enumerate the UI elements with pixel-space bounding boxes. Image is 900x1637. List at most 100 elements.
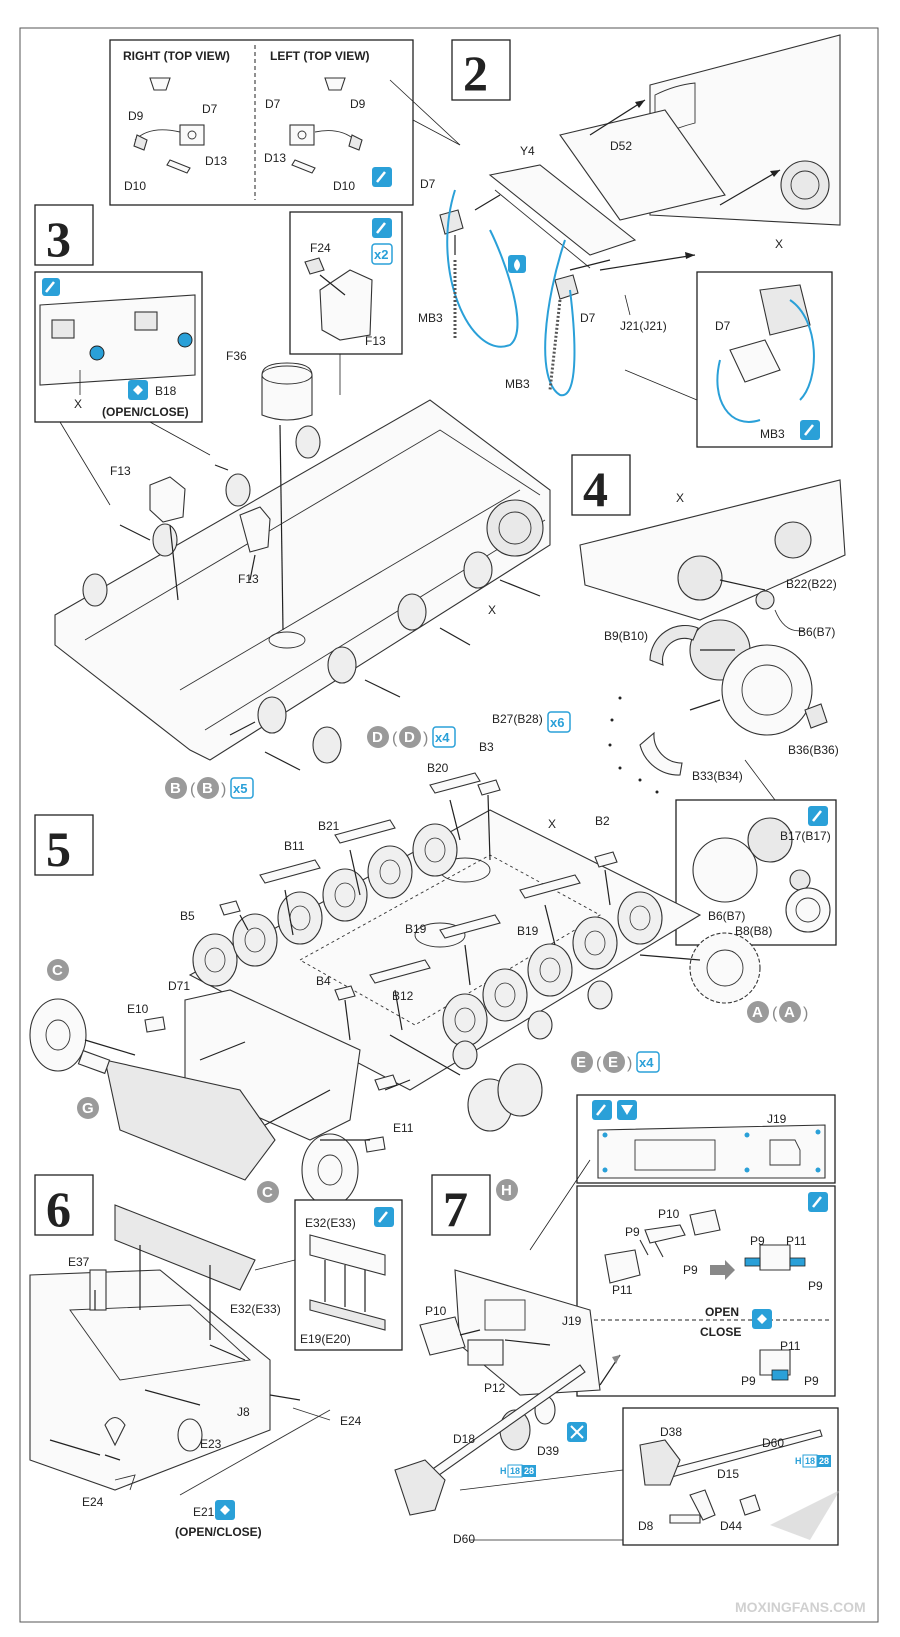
inset-label-j19: J19 (767, 1112, 787, 1126)
svg-text:(: ( (596, 1055, 602, 1072)
label-d7-a: D7 (420, 177, 436, 191)
label-e24-b: E24 (82, 1495, 104, 1509)
watermark-text: MOXINGFANS.COM (735, 1599, 866, 1615)
inset-label-b17: B17(B17) (780, 829, 831, 843)
step-3: 3 X B18 (OPEN/CLOSE) x2 (34, 204, 551, 799)
close-label: CLOSE (700, 1325, 741, 1339)
inset-label-p11-b: P11 (786, 1234, 807, 1248)
idler-wheel-right (301, 1133, 359, 1207)
svg-text:): ) (221, 781, 226, 798)
svg-text:H: H (500, 1466, 507, 1476)
inset-label-d8: D8 (638, 1519, 654, 1533)
svg-text:C: C (52, 962, 63, 979)
label-b2: B2 (595, 814, 610, 828)
label-d52: D52 (610, 139, 632, 153)
label-j19: J19 (562, 1314, 582, 1328)
label-d60: D60 (453, 1532, 475, 1546)
right-top-view-title: RIGHT (TOP VIEW) (123, 49, 230, 63)
circle-d-paren: D (404, 729, 415, 746)
svg-text:18: 18 (805, 1456, 815, 1466)
label-b22: B22(B22) (786, 577, 837, 591)
label-b21: B21 (318, 819, 340, 833)
step3-f13-inset: x2 F24 F13 (289, 211, 403, 355)
svg-text:): ) (423, 730, 428, 747)
inset-label-p10: P10 (658, 1207, 680, 1221)
label-e32: E32(E33) (230, 1302, 281, 1316)
label-d71: D71 (168, 979, 190, 993)
count-x6: x6 (550, 715, 564, 730)
inset-label-d7-chain: D7 (715, 319, 731, 333)
label-d7-b: D7 (580, 311, 596, 325)
svg-text:A: A (752, 1004, 763, 1021)
label-b27: B27(B28) (492, 712, 543, 726)
inset-label-d38: D38 (660, 1425, 682, 1439)
label-x-step4: X (676, 491, 684, 505)
svg-text:18: 18 (510, 1466, 520, 1476)
svg-text:H: H (795, 1456, 802, 1466)
inset-label-d13-left: D13 (264, 151, 286, 165)
label-e10: E10 (127, 1002, 149, 1016)
label-d18: D18 (453, 1432, 475, 1446)
svg-text:): ) (803, 1005, 808, 1022)
left-top-view-title: LEFT (TOP VIEW) (270, 49, 370, 63)
svg-text:28: 28 (524, 1466, 534, 1476)
step-5: 5 (29, 740, 808, 1207)
inset-label-p9-e: P9 (741, 1374, 756, 1388)
inset-label-e32: E32(E33) (305, 1216, 356, 1230)
inset-label-f13: F13 (365, 334, 386, 348)
svg-text:E: E (608, 1054, 618, 1071)
svg-text:(: ( (772, 1005, 778, 1022)
inset-label-d10-left: D10 (333, 179, 355, 193)
wheel-group-b: B ( B ) x5 (165, 777, 254, 799)
inset-label-d44: D44 (720, 1519, 742, 1533)
label-e24-a: E24 (340, 1414, 362, 1428)
label-x-step5: X (548, 817, 556, 831)
svg-text:(: ( (392, 730, 398, 747)
inset-label-d7-right: D7 (202, 102, 218, 116)
circle-e-group: E ( E ) x4 (571, 1051, 660, 1073)
inset-label-b18: B18 (155, 384, 177, 398)
svg-text:G: G (82, 1100, 94, 1117)
inset-label-p11-c: P11 (780, 1339, 801, 1353)
count-x4-d: x4 (435, 730, 450, 745)
step-6: 6 E37 E32(E33) J8 E24 E23 E24 E21 (OPEN/… (29, 1174, 403, 1539)
circle-d: D (372, 729, 383, 746)
label-d39: D39 (537, 1444, 559, 1458)
inset-label-mb3-chain: MB3 (760, 427, 785, 441)
step7-j19-inset: J19 (576, 1094, 836, 1184)
label-f13-b: F13 (238, 572, 259, 586)
label-b12: B12 (392, 989, 414, 1003)
inset-label-d7-left: D7 (265, 97, 281, 111)
inset-label-d15: D15 (717, 1467, 739, 1481)
svg-text:C: C (262, 1184, 273, 1201)
label-p12: P12 (484, 1381, 506, 1395)
label-f13-a: F13 (110, 464, 131, 478)
svg-text:(: ( (190, 781, 196, 798)
label-b5: B5 (180, 909, 195, 923)
label-x-step2: X (775, 237, 783, 251)
count-x5-b: x5 (233, 781, 247, 796)
inset-label-b8: B8(B8) (735, 924, 772, 938)
step2-chain-detail-inset: D7 MB3 (696, 271, 833, 448)
label-b19-b: B19 (517, 924, 539, 938)
circle-c-right: C (257, 1181, 279, 1203)
step4-b17-inset: B17(B17) B6(B7) B8(B8) (675, 799, 837, 946)
open-label: OPEN (705, 1305, 739, 1319)
label-b11: B11 (284, 839, 305, 853)
svg-text:E: E (576, 1054, 586, 1071)
label-b36: B36(B36) (788, 743, 839, 757)
circle-g: G (77, 1097, 99, 1119)
inset-label-p9-a: P9 (625, 1225, 640, 1239)
idler-wheel-left (29, 998, 87, 1072)
step-2-number: 2 (463, 45, 488, 101)
label-b9: B9(B10) (604, 629, 648, 643)
svg-text:28: 28 (819, 1456, 829, 1466)
inset-label-p11-a: P11 (612, 1283, 633, 1297)
step-7: 7 H J19 (394, 1094, 839, 1546)
step6-e32-inset: E32(E33) E19(E20) (294, 1199, 403, 1351)
inset-label-p9-c: P9 (750, 1234, 765, 1248)
circle-b-paren: B (202, 780, 213, 797)
label-e21: E21 (193, 1505, 215, 1519)
circle-b: B (170, 780, 181, 797)
inset-label-b6: B6(B7) (708, 909, 745, 923)
